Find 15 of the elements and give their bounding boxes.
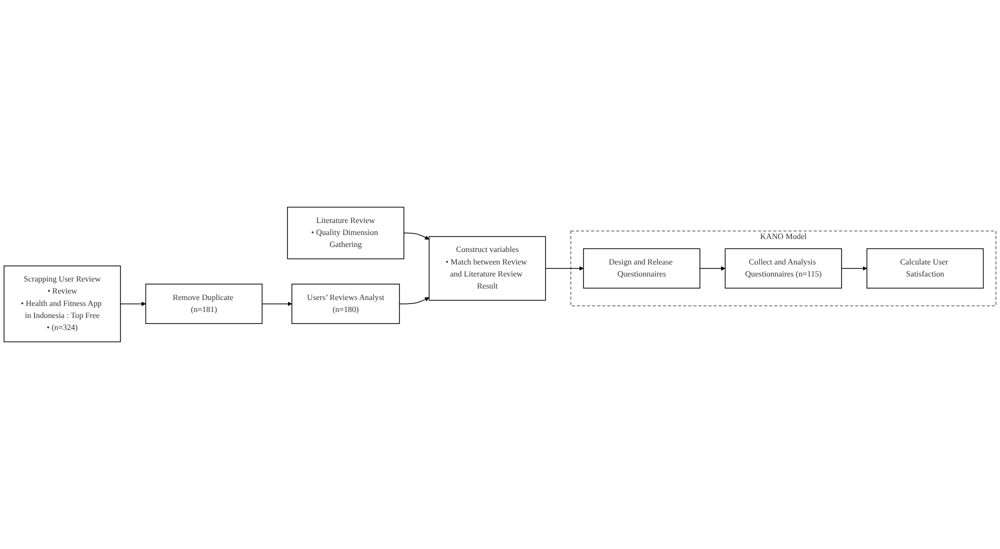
arrow	[841, 266, 868, 271]
arrow	[262, 302, 292, 306]
arrow	[545, 266, 584, 271]
node-box: Construct variables • Match between Review and Literature Review Result	[428, 236, 546, 301]
arrow	[700, 266, 726, 271]
arrow	[403, 232, 430, 240]
node-box: Literature Review • Quality Dimension Gathering	[287, 206, 404, 260]
arrow	[399, 297, 430, 304]
arrow	[120, 302, 146, 306]
node-box: Design and Release Questionnaires	[583, 248, 700, 289]
node-box: Users’ Reviews Analyst (n=180)	[291, 284, 400, 324]
node-box: Scrapping User Review • Review • Health and Fitness App in Indonesia : Top Free • (n=324)	[4, 266, 121, 342]
node-box: Remove Duplicate (n=181)	[145, 284, 263, 324]
node-box: Calculate User Satisfaction	[866, 248, 984, 289]
node-box: Collect and Analysis Questionnaires (n=115)	[724, 248, 842, 289]
